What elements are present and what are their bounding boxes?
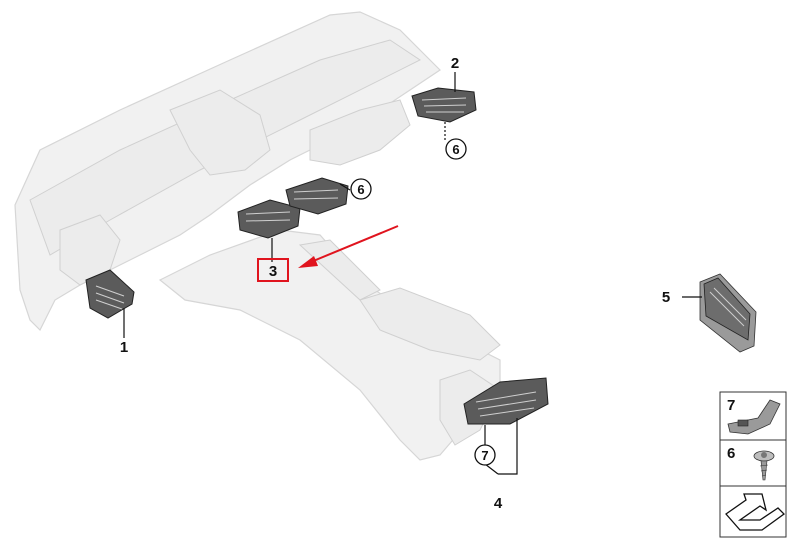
callout-circle-6b	[445, 138, 467, 160]
legend-panel: 7 6	[719, 391, 787, 538]
console-ghost	[158, 229, 501, 461]
callout-circle-7	[474, 444, 496, 466]
air-vent-right	[411, 87, 477, 123]
legend-clip-number: 7	[727, 397, 735, 414]
highlight-box-3	[257, 258, 289, 282]
callout-4[interactable]: 4	[494, 495, 503, 512]
air-vent-left	[85, 269, 135, 319]
callout-circle-6a	[350, 178, 372, 200]
highlight-arrow	[298, 225, 399, 268]
orientation-arrow-icon	[725, 493, 785, 531]
dashboard-ghost	[14, 11, 441, 332]
callout-2[interactable]: 2	[451, 55, 459, 72]
air-vent-rear	[463, 377, 549, 425]
control-module	[699, 273, 757, 353]
callout-1[interactable]: 1	[120, 339, 128, 356]
screw-part	[753, 450, 775, 481]
callout-3[interactable]: 3	[269, 263, 277, 280]
callout-5[interactable]: 5	[662, 289, 670, 306]
air-vent-center	[237, 177, 349, 239]
callout-6a[interactable]: 6	[357, 182, 364, 197]
leader-lines	[123, 72, 702, 475]
clip-part	[727, 399, 781, 435]
callout-7[interactable]: 7	[481, 448, 488, 463]
legend-screw-number: 6	[727, 445, 735, 462]
callout-6b[interactable]: 6	[452, 142, 459, 157]
